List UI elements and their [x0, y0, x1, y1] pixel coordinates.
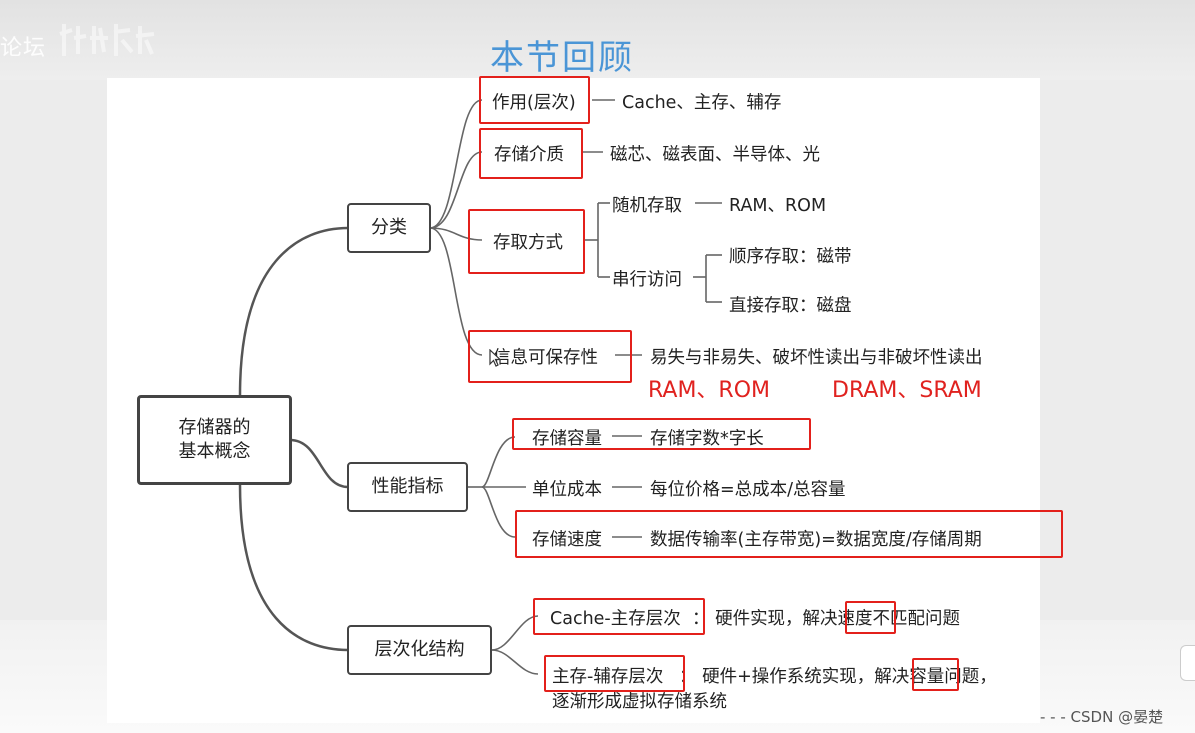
access-label: 存取方式 — [493, 233, 563, 253]
connector-classify-role — [429, 99, 483, 229]
sequential-access: 顺序存取：磁带 — [729, 247, 852, 267]
speed-label: 存储速度 — [532, 530, 602, 550]
root-line2: 基本概念 — [178, 441, 251, 462]
highlight-media — [479, 128, 583, 179]
top-background — [0, 0, 1195, 80]
main-aux-detail-2: 逐渐形成虚拟存储系统 — [552, 692, 727, 712]
random-access-label: 随机存取 — [612, 196, 682, 216]
direct-access: 直接存取：磁盘 — [729, 296, 852, 316]
retention-note-dram-sram: DRAM、SRAM — [832, 378, 982, 403]
capacity-detail: 存储字数*字长 — [650, 429, 764, 449]
retention-label: 信息可保存性 — [493, 348, 598, 368]
highlight-role — [479, 76, 590, 124]
page-heading: 本节回顾 — [490, 38, 634, 78]
media-detail: 磁芯、磁表面、半导体、光 — [610, 145, 820, 165]
role-label: 作用(层次) — [492, 93, 576, 113]
highlight-access — [468, 209, 585, 274]
highlight-retention — [468, 330, 632, 383]
watermark-text: 论坛 — [0, 36, 47, 61]
retention-note-ram-rom: RAM、ROM — [648, 378, 771, 403]
side-scroll-tab[interactable] — [1180, 645, 1195, 681]
group-hier: 层次化结构 — [347, 625, 492, 675]
connector-root-classify — [238, 226, 349, 396]
highlight-cache-main — [533, 598, 705, 635]
mouse-cursor-icon — [489, 349, 501, 367]
watermark-logo-icon — [59, 24, 155, 56]
cache-main-label: Cache-主存层次 — [550, 609, 681, 629]
connector-root-perf — [289, 438, 349, 489]
group-classify: 分类 — [347, 203, 431, 253]
media-label: 存储介质 — [494, 145, 564, 165]
cost-detail: 每位价格=总成本/总容量 — [650, 480, 846, 500]
serial-access-label: 串行访问 — [612, 270, 682, 290]
retention-detail: 易失与非易失、破坏性读出与非破坏性读出 — [650, 348, 983, 368]
group-perf: 性能指标 — [347, 462, 468, 512]
connector-classify-retention — [429, 227, 483, 356]
highlight-capacity — [512, 418, 811, 450]
main-aux-detail: ： 硬件+操作系统实现，解决容量问题， — [679, 667, 997, 687]
highlight-main-aux — [544, 655, 685, 692]
capacity-label: 存储容量 — [532, 429, 602, 449]
speed-detail: 数据传输率(主存带宽)=数据宽度/存储周期 — [650, 530, 982, 550]
root-line1: 存储器的 — [178, 416, 251, 438]
root-node: 存储器的基本概念 — [137, 395, 292, 485]
highlight-capacity-word — [912, 658, 959, 691]
connector-root-hier — [238, 484, 349, 652]
cache-main-detail: ： 硬件实现，解决速度不匹配问题 — [692, 609, 961, 629]
csdn-credit: - - - CSDN @晏楚 — [1040, 708, 1164, 726]
highlight-speed-word — [845, 601, 896, 634]
highlight-speed — [515, 510, 1063, 558]
main-aux-label: 主存-辅存层次 — [552, 667, 664, 687]
connector-classify-access — [429, 227, 483, 241]
role-detail: Cache、主存、辅存 — [622, 93, 782, 113]
random-access-detail: RAM、ROM — [729, 196, 827, 216]
connector-classify-media — [429, 151, 483, 229]
cost-label: 单位成本 — [532, 480, 602, 500]
